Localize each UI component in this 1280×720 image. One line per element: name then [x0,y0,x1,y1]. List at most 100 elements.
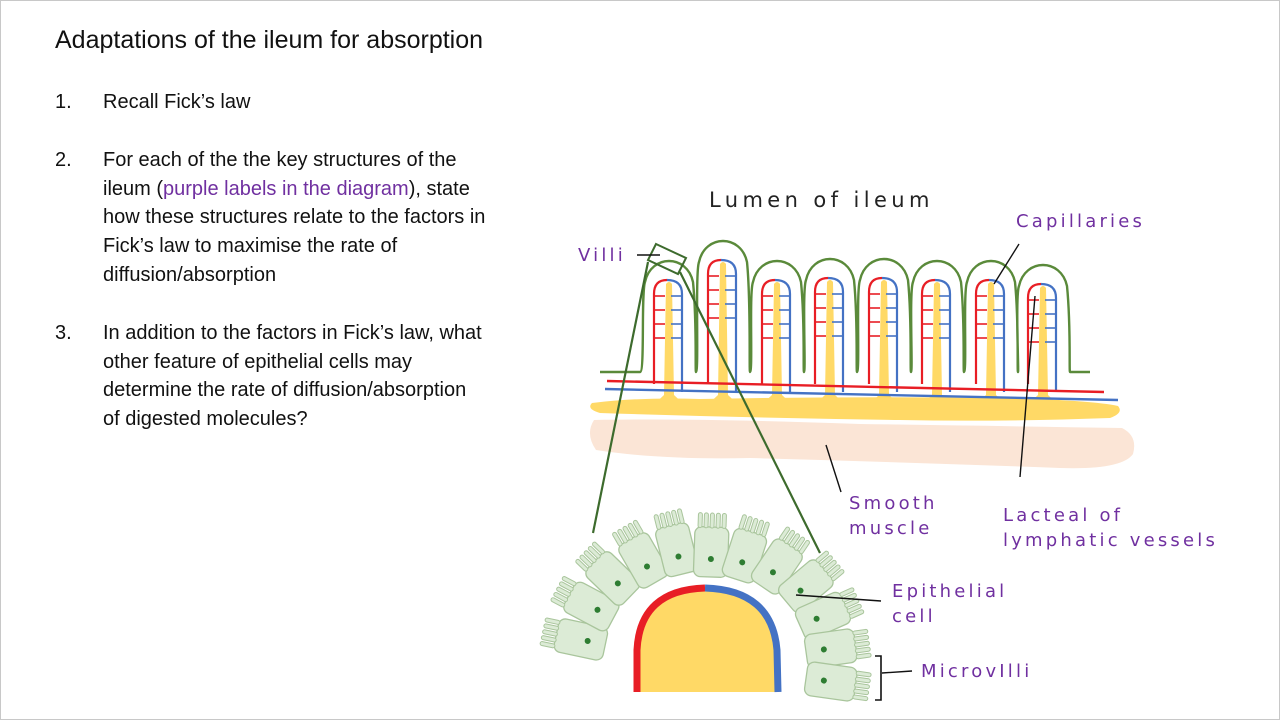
question-2-text-start: For each of the the key structures of th… [103,149,457,200]
epithelial-cell [539,617,609,661]
epithelial-cell [803,628,872,669]
microvillus [761,521,770,538]
microvillus [697,512,703,529]
epithelial-leader [795,594,882,602]
lacteal-2 [701,262,745,408]
microvillus [544,617,561,625]
microvillus [839,587,855,597]
microvillus [755,519,765,536]
smooth-muscle-leader [825,444,842,493]
cell-nucleus [820,646,827,653]
villus-venule-3 [774,278,792,392]
microvilli-bracket [875,655,882,701]
microvillus [853,634,870,642]
microvillus [622,525,633,541]
villus-arteriole-5 [867,276,883,384]
cell-nucleus [797,587,804,594]
microvillus [592,541,605,555]
epithelial-cells-group [539,508,872,702]
lacteal-label-line1: Lacteal of [1003,505,1123,526]
question-1-text: Recall Fick’s law [103,91,251,113]
microvillus [703,512,709,529]
lacteal-8 [1021,286,1065,408]
zoom-box-icon [646,242,688,276]
microvillus [627,522,639,538]
microvillus [854,646,871,654]
lacteal-4 [808,280,852,408]
cell-nucleus [644,563,650,570]
microvillus [815,550,829,563]
epithelial-cell [750,526,810,595]
microvilli-leader [881,670,913,674]
epithelial-cell [575,541,641,606]
cell-nucleus [594,606,601,613]
microvillus [846,603,862,614]
cell-nucleus [739,559,746,566]
zoom-arteriole [633,584,706,692]
question-2-purple-highlight: purple labels in the diagram [163,177,409,200]
slide-title: Adaptations of the ileum for absorption [55,26,484,54]
microvilli-label: MicrovIlli [921,661,1032,682]
smooth-muscle-label-line2: muscle [849,518,933,539]
villus-venule-7 [988,278,1006,392]
villus-venule-2 [720,258,738,392]
villus-venule-8 [1040,282,1058,392]
epithelial-cell [550,576,620,632]
smooth-muscle-layer [589,419,1135,469]
lacteal-leader [1019,295,1036,478]
capillaries-label: Capillaries [1016,211,1145,232]
microvillus [540,635,557,643]
venule-line [604,387,1119,402]
lumen-label: Lumen of ileum [709,188,934,212]
zoom-line-left [591,261,650,534]
microvillus [853,688,870,696]
lacteals-group [647,262,1065,408]
microvillus [579,554,593,568]
microvillus [632,519,644,535]
microvillus [854,682,870,690]
epithelial-cell [653,508,699,578]
microvillus [542,629,558,637]
villi-outline [600,239,1090,374]
epithelial-cell [803,661,872,702]
microvillus [583,550,597,563]
microvillus [778,526,791,541]
cell-nucleus [584,637,591,644]
microvillus [676,508,685,525]
question-2-text-end: ), state how these structures relate to … [103,177,486,286]
zoom-villus-core [636,587,779,692]
cell-nucleus [675,553,682,560]
cell-nucleus [769,569,776,576]
villus-venule-1 [666,278,684,392]
epithelial-cell [612,519,669,589]
microvillus [671,509,679,526]
cell-nucleus [820,677,827,684]
villus-venule-4 [827,276,845,392]
microvillus [612,531,623,547]
arteriole-line [606,379,1105,394]
microvillus [587,545,601,559]
microvillus [665,511,673,528]
microvillus [553,591,569,603]
microvillus [721,512,727,529]
cell-nucleus [813,615,820,622]
microvillus [558,581,574,592]
villus-arteriole-7 [974,278,990,384]
question-2-text: For each of the the key structures of th… [103,146,508,290]
microvillus [793,536,806,551]
capillary-network [652,258,1058,392]
villus-venule-6 [934,278,952,392]
lacteal-6 [915,282,959,408]
epithelial-cell [692,512,730,578]
microvillus [543,623,560,631]
microvillus [827,564,841,577]
capillaries-leader [993,243,1020,285]
microvillus [798,540,810,555]
microvillus [852,628,869,636]
microvillus [550,597,566,608]
villus-arteriole-2 [706,258,722,384]
zoom-venule [704,584,782,693]
microvillus [575,558,589,572]
lacteal-7 [969,282,1013,408]
villus-arteriole-8 [1026,282,1042,384]
